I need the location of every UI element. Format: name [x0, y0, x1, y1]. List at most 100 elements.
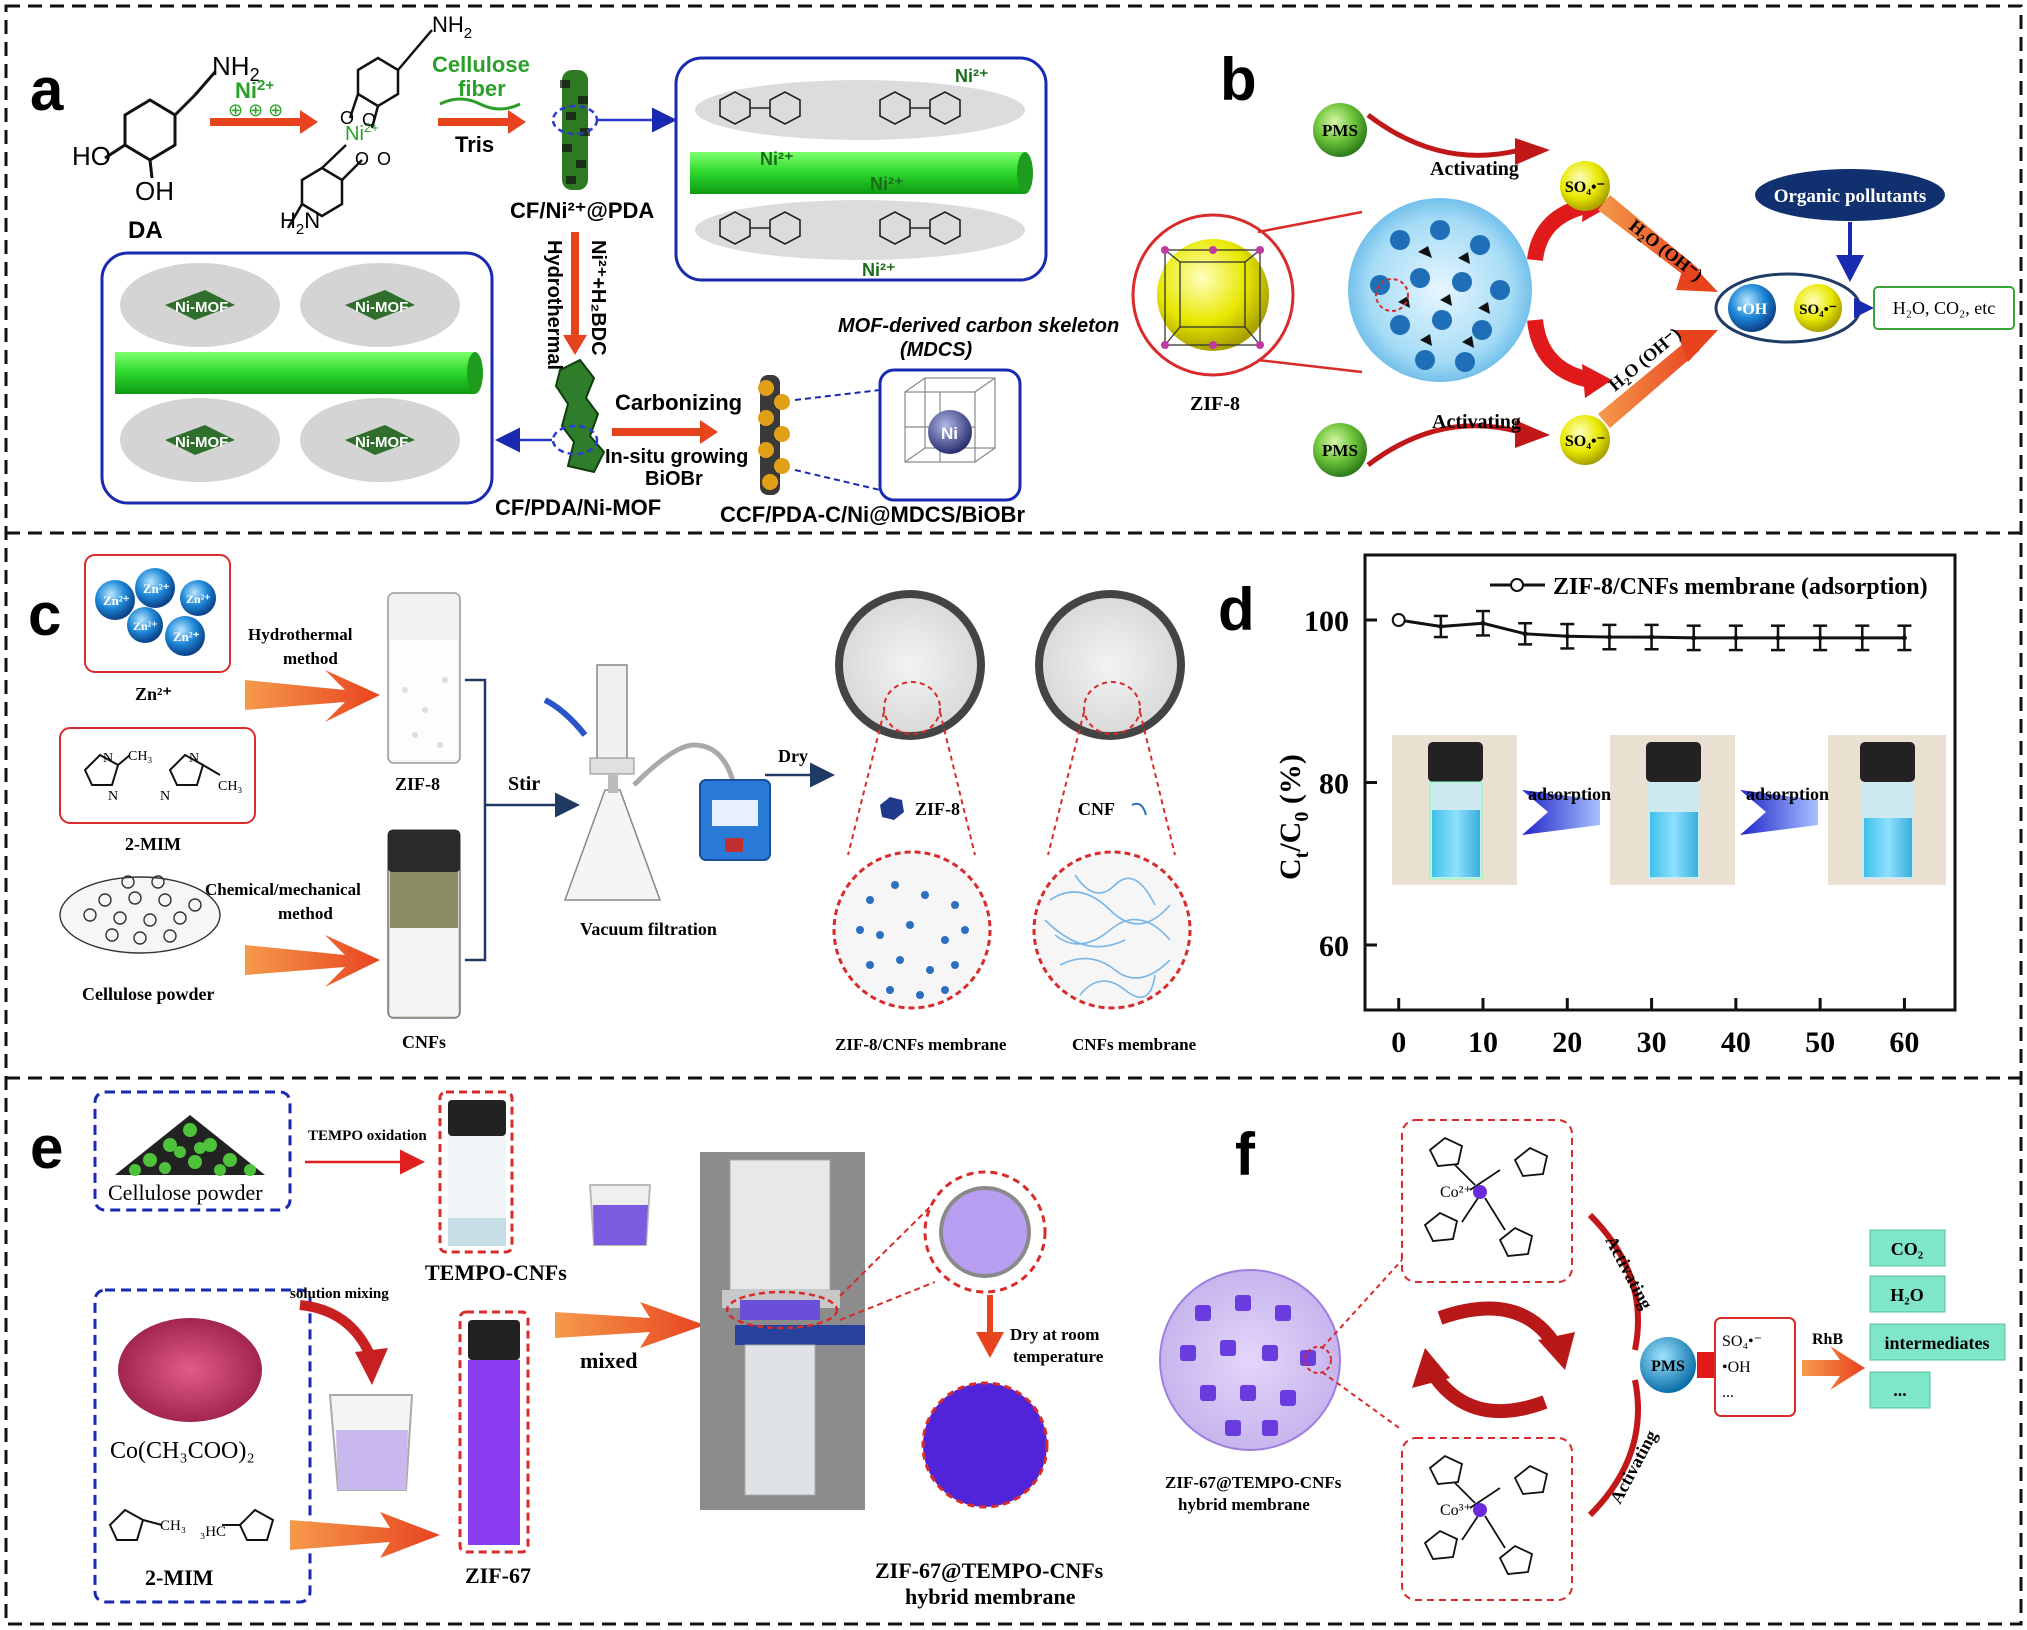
cf-pda-nimof-label: CF/PDA/Ni-MOF — [495, 495, 661, 520]
svg-text:Zn²⁺: Zn²⁺ — [186, 592, 211, 606]
activating-arrow-bottom — [1366, 423, 1521, 467]
mim-structures-e — [108, 1508, 275, 1541]
pms-label-top: PMS — [1322, 121, 1358, 140]
dry-room-label: Dry at room temperature — [1010, 1325, 1104, 1366]
hybrid-membrane-sphere — [1159, 1269, 1341, 1451]
mdcs-title: MOF-derived carbon skeleton (MDCS) — [838, 315, 1125, 361]
panel-d-letter: d — [1218, 576, 1255, 643]
hydrothermal-method-label: Hydrothermal method — [248, 625, 357, 668]
svg-text:CO₂: CO₂ — [1891, 1239, 1923, 1259]
zif8-label-b: ZIF-8 — [1190, 393, 1240, 415]
ni-mof-inset: Ni-MOF Ni-MOF Ni-MOF Ni-MOF — [100, 251, 494, 505]
svg-text:O: O — [377, 149, 391, 169]
data-point — [1817, 635, 1823, 641]
svg-text:N: N — [189, 751, 199, 766]
panel-a-letter: a — [30, 56, 64, 123]
arrow-rhb — [1802, 1346, 1865, 1390]
zif8-vial — [387, 592, 461, 764]
ccf-label: CCF/PDA-C/Ni@MDCS/BiOBr — [720, 502, 1025, 527]
purple-beaker — [588, 1184, 652, 1246]
pms-label-f: PMS — [1651, 1358, 1685, 1375]
products-label-b: H₂O, CO₂, etc — [1893, 298, 1996, 318]
zif8-cnfs-membrane-label: ZIF-8/CNFs membrane — [835, 1035, 1007, 1054]
cnf-legend-label: CNF — [1078, 799, 1115, 819]
zif8-cage — [1131, 213, 1295, 377]
cnfs-membrane-disc — [1032, 590, 1192, 1010]
chem-mech-label: Chemical/mechanical method — [205, 880, 365, 923]
mim-ch3-b: ₃HC — [200, 1524, 226, 1540]
svg-text:Zn²⁺: Zn²⁺ — [173, 629, 200, 644]
svg-text:H₂O: H₂O — [1890, 1285, 1923, 1305]
adsorption-arrow-2 — [1740, 790, 1818, 835]
svg-text:O: O — [362, 110, 376, 130]
svg-text:...: ... — [1893, 1380, 1907, 1400]
svg-text:O: O — [355, 149, 369, 169]
oh-label: •OH — [1737, 301, 1768, 318]
y-tick-label: 80 — [1319, 768, 1349, 801]
cnfs-vial — [387, 829, 461, 1019]
zif8-crystal-sphere — [1348, 198, 1532, 382]
chart-legend: ZIF-8/CNFs membrane (adsorption) — [1490, 574, 1928, 600]
ni-ion-dots: ⊕ ⊕ ⊕ — [228, 100, 283, 120]
complex-nh2: NH2 — [432, 12, 472, 42]
zif67-label: ZIF-67 — [465, 1563, 531, 1588]
da-label: DA — [128, 217, 163, 244]
panel-b-letter: b — [1220, 46, 1257, 113]
ni-dopamine-complex — [286, 29, 433, 229]
panel-c: c Zn²⁺ Zn²⁺ Zn²⁺ Zn²⁺ Zn²⁺ Zn²⁺ CH₃ CH₃ … — [28, 554, 1197, 1054]
activating-label-top: Activating — [1430, 158, 1519, 180]
hybrid-label-f: ZIF-67@TEMPO-CNFs hybrid membrane — [1165, 1473, 1346, 1514]
data-point — [1775, 635, 1781, 641]
arrow-zn-to-zif8 — [245, 670, 380, 722]
mim-label-e: 2-MIM — [145, 1565, 214, 1590]
x-tick-label: 20 — [1552, 1026, 1582, 1059]
svg-text:intermediates: intermediates — [1885, 1333, 1990, 1353]
vacuum-filtration-apparatus — [543, 664, 771, 901]
stir-label: Stir — [508, 773, 540, 795]
data-point — [1606, 634, 1612, 640]
mim-ch3-a: CH₃ — [160, 1518, 186, 1534]
zn-label: Zn²⁺ — [135, 684, 172, 704]
legend-series-label: ZIF-8/CNFs membrane (adsorption) — [1553, 574, 1928, 600]
panel-f: f ZIF-67@TEMPO-CNFs hybrid membrane — [1159, 1119, 2006, 1601]
cf-ni-pda-fiber — [551, 70, 599, 190]
adsorption-label-2: adsorption — [1746, 784, 1829, 804]
radicals-box — [1714, 1317, 1796, 1417]
in-situ-label: In-situ growing BiOBr — [605, 446, 754, 490]
da-oh-label: OH — [135, 176, 174, 206]
organic-pollutants-label: Organic pollutants — [1774, 186, 1927, 207]
adsorption-label-1: adsorption — [1528, 784, 1611, 804]
products-box-b — [1873, 286, 2015, 330]
cellulose-green-pile — [115, 1115, 265, 1176]
co3-ion-label: Co³⁺ — [1440, 1502, 1472, 1519]
tempo-oxidation-label: TEMPO oxidation — [308, 1128, 427, 1144]
zif8-legend-label: ZIF-8 — [915, 799, 960, 819]
cellulose-powder-c — [59, 875, 221, 954]
series-group — [1391, 609, 1912, 652]
arrow-cellulose-to-cnfs — [245, 935, 380, 987]
adsorption-photos: adsorption adsorption — [1392, 735, 1946, 885]
oh-sphere — [1728, 284, 1776, 332]
svg-text:N: N — [108, 789, 118, 804]
cnf-legend-icon — [1131, 802, 1147, 816]
pms-sphere-f — [1640, 1337, 1696, 1393]
da-ho-label: HO — [72, 141, 111, 171]
pms-sphere-bottom — [1313, 423, 1367, 477]
zif8-legend-icon — [880, 797, 904, 820]
product-box-more — [1869, 1371, 1931, 1409]
ccf-fiber — [758, 375, 790, 495]
zn-ions: Zn²⁺ Zn²⁺ Zn²⁺ Zn²⁺ Zn²⁺ — [95, 568, 216, 656]
radical-so4: SO₄•⁻ — [1722, 1333, 1762, 1350]
data-point — [1691, 635, 1697, 641]
svg-text:Zn²⁺: Zn²⁺ — [143, 581, 170, 596]
so4-label-top: SO₄•⁻ — [1565, 179, 1605, 196]
svg-text:Ni²⁺: Ni²⁺ — [862, 260, 896, 280]
data-point — [1480, 620, 1486, 626]
redox-arrow-2 — [1426, 1367, 1548, 1419]
svg-text:N: N — [103, 751, 113, 766]
product-box-co2 — [1869, 1229, 1946, 1267]
x-tick-label: 60 — [1889, 1026, 1919, 1059]
panel-f-letter: f — [1235, 1121, 1256, 1188]
